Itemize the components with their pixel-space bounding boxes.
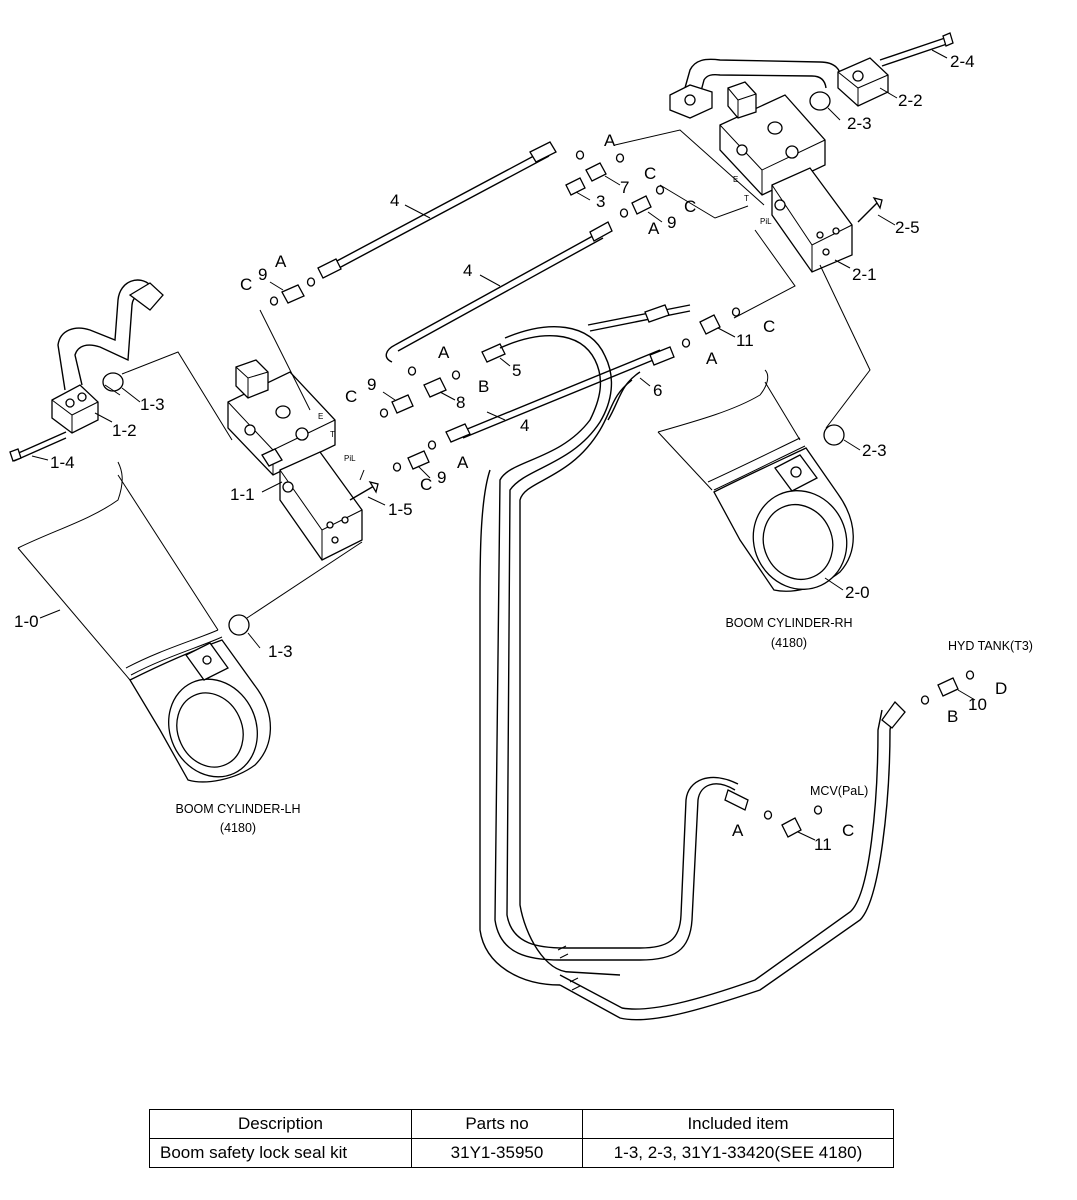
callout-c-3: C xyxy=(420,475,432,494)
port-t-rh: T xyxy=(744,194,749,203)
callout-b-2: B xyxy=(947,707,958,726)
callout-8: 8 xyxy=(456,393,465,412)
safety-valve-rh xyxy=(719,81,853,273)
port-pil-rh: PiL xyxy=(760,217,772,226)
callout-9-upper-left: 9 xyxy=(258,265,267,284)
callout-2-5: 2-5 xyxy=(895,218,920,237)
callout-1-1: 1-1 xyxy=(230,485,255,504)
callout-5: 5 xyxy=(512,361,521,380)
callout-4-top: 4 xyxy=(390,191,399,210)
header-parts-no: Parts no xyxy=(411,1109,583,1139)
callout-1-4: 1-4 xyxy=(50,453,75,472)
table-row: Boom safety lock seal kit 31Y1-35950 1-3… xyxy=(149,1138,894,1168)
callout-c-2: C xyxy=(345,387,357,406)
header-description: Description xyxy=(149,1109,412,1139)
callout-d-1: D xyxy=(995,679,1007,698)
callout-a-2: A xyxy=(604,131,616,150)
caption-boom-cylinder-rh-ref: (4180) xyxy=(771,636,807,650)
caption-mcv: MCV(PaL) xyxy=(810,784,868,798)
port-e-lh: E xyxy=(318,412,323,421)
callout-c-6: C xyxy=(763,317,775,336)
port-marks: E T PiL E T PiL xyxy=(318,175,772,463)
callout-3: 3 xyxy=(596,192,605,211)
port-pil-lh: PiL xyxy=(344,454,356,463)
callout-a-1: A xyxy=(275,252,287,271)
callout-2-0: 2-0 xyxy=(845,583,870,602)
caption-boom-cylinder-lh: BOOM CYLINDER-LH xyxy=(175,802,300,816)
callout-2-3: 2-3 xyxy=(847,114,872,133)
callout-labels: 1-0 1-1 1-2 1-3 1-3 1-4 1-5 2-0 2-1 2-2 … xyxy=(14,52,1007,854)
callout-a-5: A xyxy=(457,453,469,472)
callout-7: 7 xyxy=(620,178,629,197)
cell-included-item: 1-3, 2-3, 31Y1-33420(SEE 4180) xyxy=(582,1138,894,1168)
caption-boom-cylinder-lh-ref: (4180) xyxy=(220,821,256,835)
callout-a-6: A xyxy=(706,349,718,368)
callout-10: 10 xyxy=(968,695,987,714)
callout-a-3: A xyxy=(648,219,660,238)
callout-2-2: 2-2 xyxy=(898,91,923,110)
leader-lines xyxy=(31,49,976,841)
callout-2-1: 2-1 xyxy=(852,265,877,284)
callout-4-low: 4 xyxy=(520,416,529,435)
pipe-rh xyxy=(669,32,954,119)
callout-2-4: 2-4 xyxy=(950,52,975,71)
pipe-lh xyxy=(9,279,164,462)
parts-kit-table: Description Parts no Included item Boom … xyxy=(149,1109,894,1168)
callout-1-5: 1-5 xyxy=(388,500,413,519)
callout-11-upper: 11 xyxy=(736,331,754,350)
hoses xyxy=(317,141,906,1021)
callout-2-3-lower: 2-3 xyxy=(862,441,887,460)
boom-cylinder-lh xyxy=(17,461,272,783)
hydraulic-parts-diagram: E T PiL E T PiL 1-0 1-1 1-2 1-3 1-3 1-4 … xyxy=(9,32,1033,1021)
connection-lines xyxy=(104,129,871,619)
callout-1-3: 1-3 xyxy=(140,395,165,414)
callout-11-lower: 11 xyxy=(814,835,832,854)
callout-c-1: C xyxy=(240,275,252,294)
callout-1-2: 1-2 xyxy=(112,421,137,440)
boom-cylinder-rh xyxy=(657,369,854,592)
callout-c-4: C xyxy=(644,164,656,183)
callout-6: 6 xyxy=(653,381,662,400)
callout-c-7: C xyxy=(842,821,854,840)
header-included-item: Included item xyxy=(582,1109,894,1139)
captions: BOOM CYLINDER-LH (4180) BOOM CYLINDER-RH… xyxy=(175,616,1032,835)
safety-valve-lh xyxy=(227,359,363,561)
port-t-lh: T xyxy=(330,430,335,439)
callout-9-right: 9 xyxy=(667,213,676,232)
callout-4-mid: 4 xyxy=(463,261,472,280)
cell-parts-no: 31Y1-35950 xyxy=(411,1138,583,1168)
fittings xyxy=(102,91,975,838)
callout-9-mid: 9 xyxy=(367,375,376,394)
cell-description: Boom safety lock seal kit xyxy=(149,1138,412,1168)
callout-c-5: C xyxy=(684,197,696,216)
port-e-rh: E xyxy=(733,175,738,184)
caption-hyd-tank: HYD TANK(T3) xyxy=(948,639,1033,653)
callout-1-3-lower: 1-3 xyxy=(268,642,293,661)
callout-a-7: A xyxy=(732,821,744,840)
caption-boom-cylinder-rh: BOOM CYLINDER-RH xyxy=(725,616,852,630)
callout-9-low: 9 xyxy=(437,468,446,487)
callout-a-4: A xyxy=(438,343,450,362)
callout-b-1: B xyxy=(478,377,489,396)
table-header-row: Description Parts no Included item xyxy=(149,1109,894,1139)
callout-1-0: 1-0 xyxy=(14,612,39,631)
